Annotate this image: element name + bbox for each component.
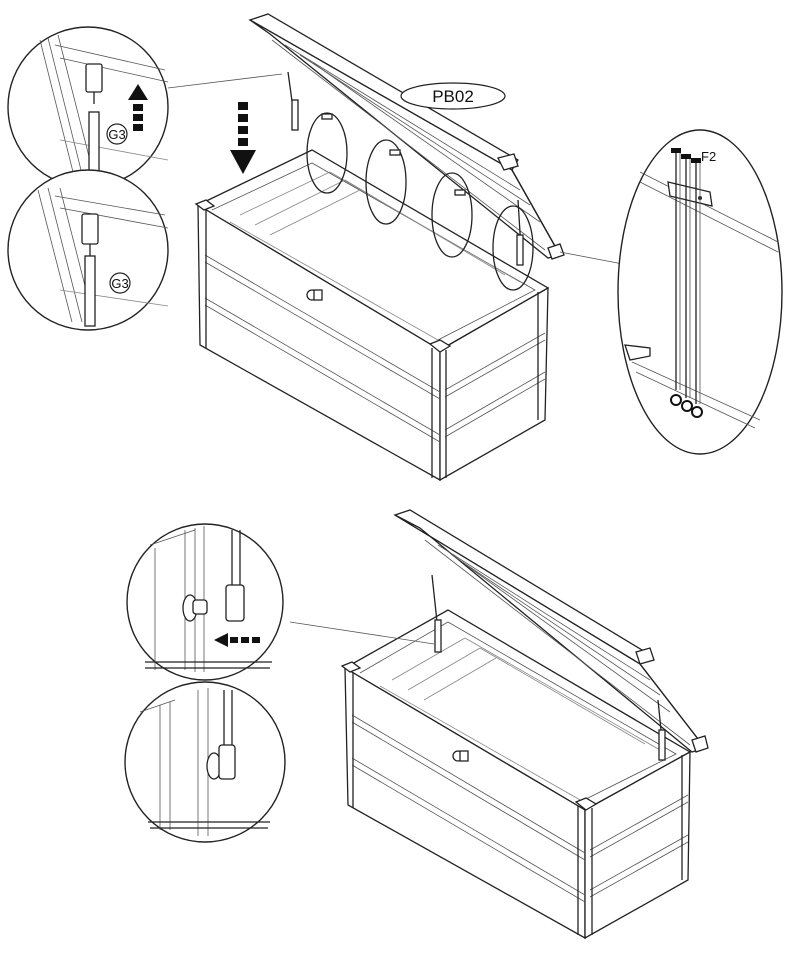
hinge-highlight-2 [365, 139, 407, 225]
gas-strut-icon [225, 530, 245, 622]
top-lid [248, 13, 565, 260]
left-arrow-icon [214, 633, 260, 647]
top-gas-strut-icon [287, 71, 524, 266]
bottom-gas-strut-icon [431, 574, 666, 761]
g3-label-top: G3 [108, 127, 125, 142]
f2-label: F2 [701, 149, 716, 164]
down-arrow-icon [230, 102, 256, 174]
top-storage-box: PB02 [167, 13, 629, 482]
hinge-highlight-3 [431, 172, 473, 258]
detail-circle-right: F2 [617, 129, 783, 455]
gas-strut-icon [218, 690, 236, 780]
gas-strut-icon [85, 63, 103, 173]
detail-circle-bottom-upper [126, 523, 284, 681]
mount-bracket-icon [182, 594, 208, 622]
hinge-highlight-4 [492, 205, 534, 291]
top-box-body [194, 149, 550, 482]
g3-label-mid: G3 [111, 276, 128, 291]
nut-icon [670, 394, 703, 418]
detail-circle-mid-left: G3 [7, 169, 169, 331]
bottom-lock-icon [452, 750, 469, 762]
detail-circle-top-left: G3 [7, 26, 169, 188]
bottom-lid [393, 509, 709, 753]
bottom-box-body [340, 609, 692, 940]
hinge-highlight-1 [306, 112, 348, 194]
top-lock-icon [306, 289, 323, 301]
hinge-icon [321, 113, 466, 196]
gas-strut-icon [81, 213, 99, 327]
pb02-text: PB02 [432, 87, 474, 106]
bottom-storage-box [289, 509, 709, 940]
up-arrow-icon [128, 84, 148, 131]
detail-circle-bottom-lower [124, 681, 286, 843]
bolt-icon [671, 148, 701, 404]
part-label-pb02: PB02 [400, 82, 506, 110]
